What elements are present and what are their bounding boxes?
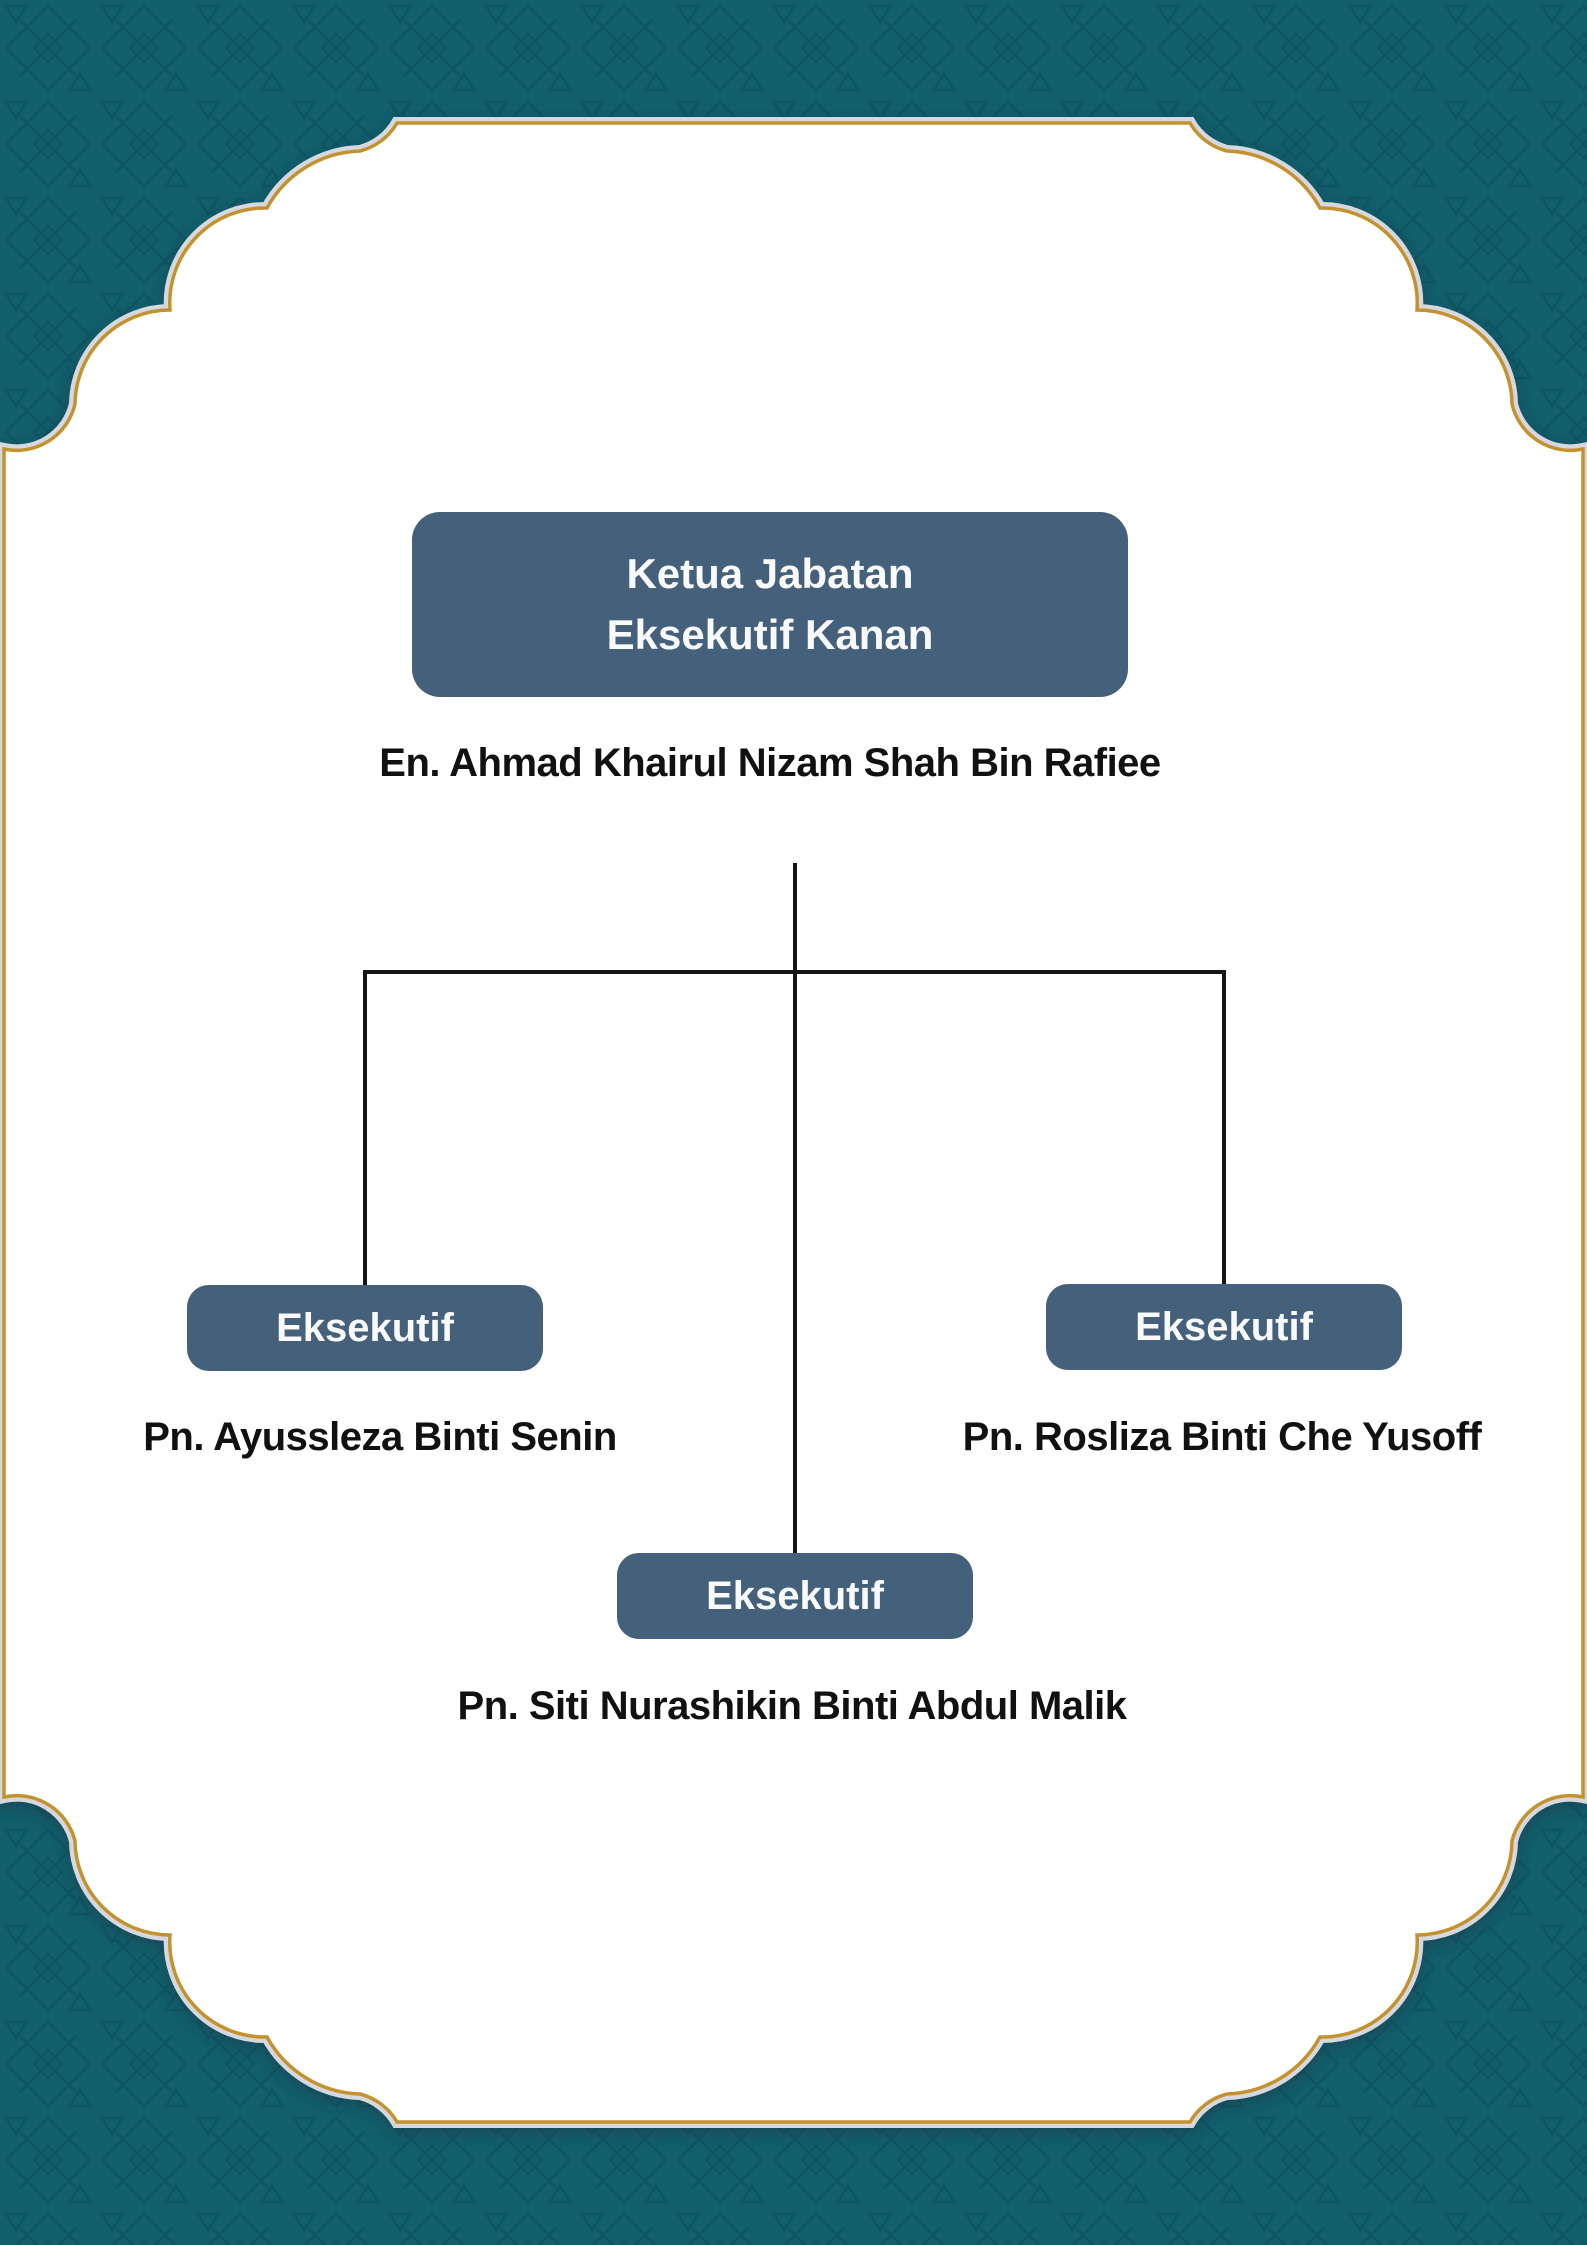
exec-person-name-right: Pn. Rosliza Binti Che Yusoff [962, 1415, 1482, 1459]
root-person-name: En. Ahmad Khairul Nizam Shah Bin Rafiee [379, 741, 1161, 785]
exec-role-box-left: Eksekutif [187, 1285, 543, 1371]
exec-role-box-right: Eksekutif [1046, 1284, 1402, 1370]
root-role-title-line2: Eksekutif Kanan [606, 610, 934, 658]
exec-person-name-left: Pn. Ayussleza Binti Senin [143, 1415, 617, 1459]
exec-person-name-center: Pn. Siti Nurashikin Binti Abdul Malik [457, 1684, 1127, 1728]
root-role-title-line1: Ketua Jabatan [626, 550, 914, 598]
connector-horizontal-bar [363, 970, 1226, 974]
root-role-box: Ketua Jabatan Eksekutif Kanan [412, 512, 1128, 697]
connector-left-vertical [363, 970, 367, 1287]
connector-root-vertical [793, 863, 797, 1555]
connector-right-vertical [1222, 970, 1226, 1286]
exec-role-box-center: Eksekutif [617, 1553, 973, 1639]
